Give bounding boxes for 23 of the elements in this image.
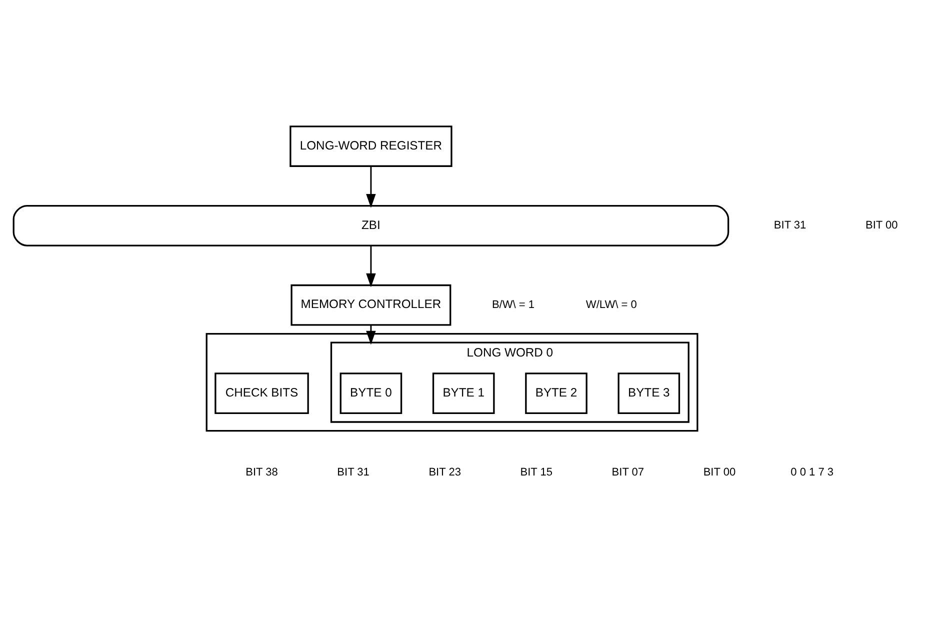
node-box: BYTE 0 [340,372,402,414]
label: BIT 23 [428,466,461,478]
label: B/W\ = 1 [492,298,535,311]
label: BIT 15 [520,466,553,478]
arrow [366,166,376,208]
node-box: BYTE 1 [432,372,495,414]
node-box: ZBI [12,205,730,246]
label: BIT 38 [246,466,278,478]
arrow [366,325,376,345]
node-box: LONG-WORD REGISTER [290,126,452,167]
label: BIT 00 [703,466,736,478]
node-box: MEMORY CONTROLLER [290,284,452,326]
node-box: CHECK BITS [214,372,309,414]
node-box: BYTE 3 [618,372,680,414]
label: 0 0 1 7 3 [790,466,834,478]
label: BIT 31 [774,219,806,232]
label: W/LW\ = 0 [586,298,637,311]
label: BIT 07 [612,466,644,478]
node-box: BYTE 2 [525,372,588,414]
label: BIT 00 [865,219,898,232]
label: BIT 31 [337,466,370,478]
cluster [206,332,698,432]
arrow [366,246,376,288]
